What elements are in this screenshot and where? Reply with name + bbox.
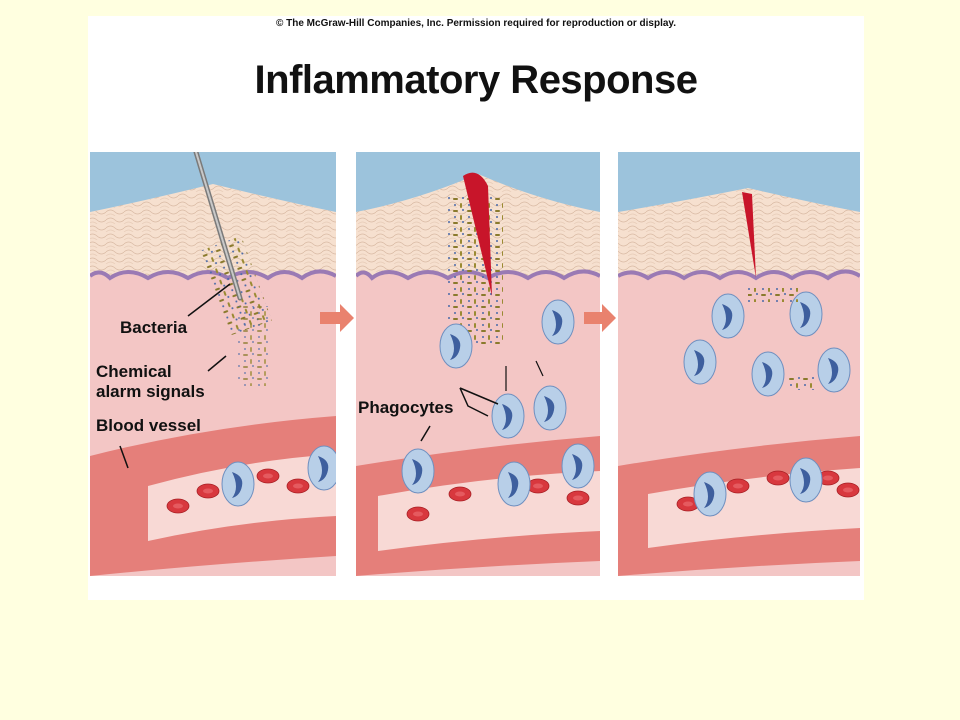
alarm-signal-dots	[238, 306, 268, 386]
arrow-right-icon	[320, 304, 354, 332]
copyright-notice: © The McGraw-Hill Companies, Inc. Permis…	[275, 18, 677, 29]
inflammation-diagram	[90, 152, 860, 576]
blood-vessel-label: Blood vessel	[96, 416, 201, 435]
bacteria-label: Bacteria	[120, 318, 188, 337]
phagocyte	[789, 457, 823, 503]
panel-injury	[90, 152, 336, 576]
phagocyte-in-vessel	[221, 461, 255, 507]
phagocyte	[533, 385, 567, 431]
phagocyte	[561, 443, 595, 489]
chemical-alarm-label-line1: Chemical	[96, 362, 172, 381]
phagocyte	[817, 347, 851, 393]
phagocyte	[683, 339, 717, 385]
wound-icon	[463, 172, 492, 296]
page-title: Inflammatory Response	[254, 58, 698, 102]
phagocytes-label: Phagocytes	[358, 398, 454, 417]
phagocyte	[439, 323, 473, 369]
panel-phagocytes	[356, 152, 600, 576]
phagocyte	[751, 351, 785, 397]
panel-healing	[618, 152, 860, 576]
chemical-alarm-label-line2: alarm signals	[96, 382, 205, 401]
phagocyte-in-vessel	[307, 445, 336, 491]
phagocyte	[497, 461, 531, 507]
phagocyte	[491, 393, 525, 439]
arrow-right-icon	[584, 304, 616, 332]
phagocyte	[693, 471, 727, 517]
slide-canvas: © The McGraw-Hill Companies, Inc. Permis…	[88, 16, 864, 600]
phagocyte	[401, 448, 435, 494]
healing-wound-icon	[742, 192, 756, 278]
phagocyte	[541, 299, 575, 345]
phagocyte	[711, 293, 745, 339]
